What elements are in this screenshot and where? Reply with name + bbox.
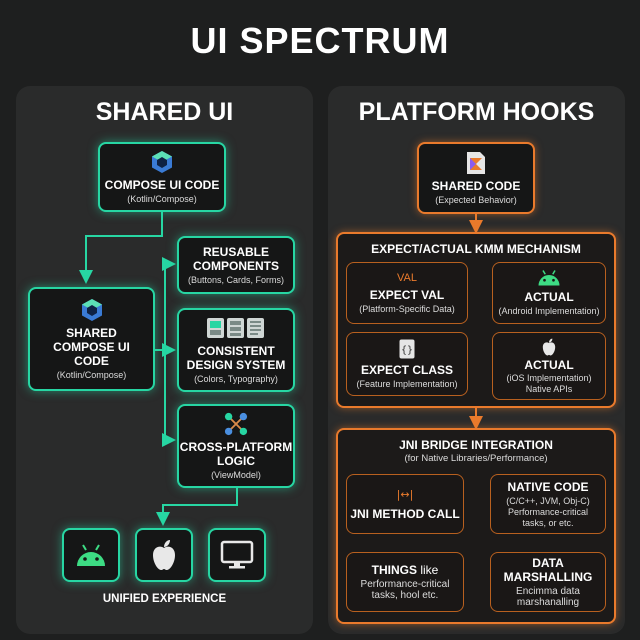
apple-icon [153,540,175,570]
design-system-box: CONSISTENT DESIGN SYSTEM (Colors, Typogr… [177,308,295,392]
marshalling-title: DATA MARSHALLING [503,556,593,584]
kotlin-file-icon [464,151,488,175]
shared-compose-ui-code-box: SHARED COMPOSE UI CODE (Kotlin/Compose) [28,287,155,391]
actual-ios-box: ACTUAL (iOS Implementation) Native APIs [492,332,606,400]
svg-text:{}: {} [401,345,413,356]
curly-braces-icon: {} [398,339,416,359]
compose-hexagon-icon [80,298,104,322]
shared-code-sub: (Expected Behavior) [435,194,517,205]
design-tokens-icon [206,316,266,340]
val-tag: VAL [397,271,417,284]
apple-icon [542,338,556,355]
expect-val-box: VAL EXPECT VAL (Platform-Specific Data) [346,262,468,324]
cross-platform-logic-box: CROSS-PLATFORM LOGIC (ViewModel) [177,404,295,488]
marshalling-sub-line2: marshanalling [516,597,580,608]
things-title-bold: THINGS [371,563,417,577]
actual-ios-sub-line1: (iOS Implementation) [506,372,592,383]
actual-android-title: ACTUAL [524,290,574,304]
logic-sub: (ViewModel) [211,469,261,480]
data-marshalling-box: DATA MARSHALLING Encimma data marshanall… [490,552,606,612]
unified-experience-label: UNIFIED EXPERIENCE [102,593,227,605]
native-code-title: NATIVE CODE [507,479,589,494]
native-code-box: NATIVE CODE (C/C++, JVM, Obj-C) Performa… [490,474,606,534]
things-box: THINGS like Performance-critical tasks, … [346,552,464,612]
logic-title-line1: CROSS-PLATFORM [179,439,293,454]
logic-title-line2: LOGIC [217,453,255,468]
desktop-monitor-icon [220,540,254,569]
reusable-title-line2: COMPONENTS [192,258,279,273]
actual-ios-sub-line2: Native APIs [525,383,573,394]
marshalling-sub-line1: Encimma data [516,586,580,597]
actual-android-sub: (Android Implementation) [498,306,600,316]
android-icon [77,544,105,566]
kmm-title: EXPECT/ACTUAL KMM MECHANISM [371,242,581,256]
compose-ui-code-box: COMPOSE UI CODE (Kotlin/Compose) [98,142,226,212]
actual-ios-title: ACTUAL [524,357,574,372]
method-tag: |↔| [396,487,414,501]
apple-platform-box [135,528,193,582]
jni-method-title: JNI METHOD CALL [350,506,460,521]
jni-title: JNI BRIDGE INTEGRATION [399,438,553,452]
compose-hexagon-icon [150,150,174,174]
things-sub-line2: tasks, hool etc. [371,590,439,601]
reusable-title-line1: REUSABLE [202,244,269,259]
compose-ui-code-sub: (Kotlin/Compose) [127,193,197,204]
design-sub: (Colors, Typography) [194,373,278,384]
desktop-platform-box [208,528,266,582]
platform-hooks-heading: PLATFORM HOOKS [358,98,595,126]
things-title-rest: like [417,563,439,577]
things-title: THINGS like [372,563,439,577]
jni-sub: (for Native Libraries/Performance) [404,453,548,464]
expect-class-title: EXPECT CLASS [360,362,453,377]
network-nodes-icon [224,412,248,436]
reusable-components-box: REUSABLE COMPONENTS (Buttons, Cards, For… [177,236,295,294]
things-sub-line1: Performance-critical [360,579,450,590]
expect-class-box: {} EXPECT CLASS (Feature Implementation) [346,332,468,396]
expect-val-sub: (Platform-Specific Data) [359,303,455,314]
shared-code-title: SHARED CODE [431,178,521,193]
android-platform-box [62,528,120,582]
native-code-sub-line1: (C/C++, JVM, Obj-C) [506,495,590,506]
reusable-sub: (Buttons, Cards, Forms) [187,274,285,285]
shared-compose-title-line1: SHARED [66,325,117,340]
shared-code-box: SHARED CODE (Expected Behavior) [417,142,535,214]
page-title: UI SPECTRUM [190,20,450,61]
shared-compose-sub: (Kotlin/Compose) [56,369,127,380]
android-icon [538,270,560,286]
design-title-line2: DESIGN SYSTEM [186,357,286,372]
shared-compose-title-line2: COMPOSE UI [53,339,130,354]
expect-class-sub: (Feature Implementation) [356,378,458,389]
shared-compose-title-line3: CODE [74,353,109,368]
jni-method-call-box: |↔| JNI METHOD CALL [346,474,464,534]
compose-ui-code-title: COMPOSE UI CODE [104,177,220,192]
design-title-line1: CONSISTENT [197,343,275,358]
expect-val-title: EXPECT VAL [369,287,445,302]
actual-android-box: ACTUAL (Android Implementation) [492,262,606,324]
native-code-sub-line3: tasks, or etc. [522,517,574,528]
shared-ui-heading: SHARED UI [95,98,234,126]
native-code-sub-line2: Performance-critical [507,506,589,517]
